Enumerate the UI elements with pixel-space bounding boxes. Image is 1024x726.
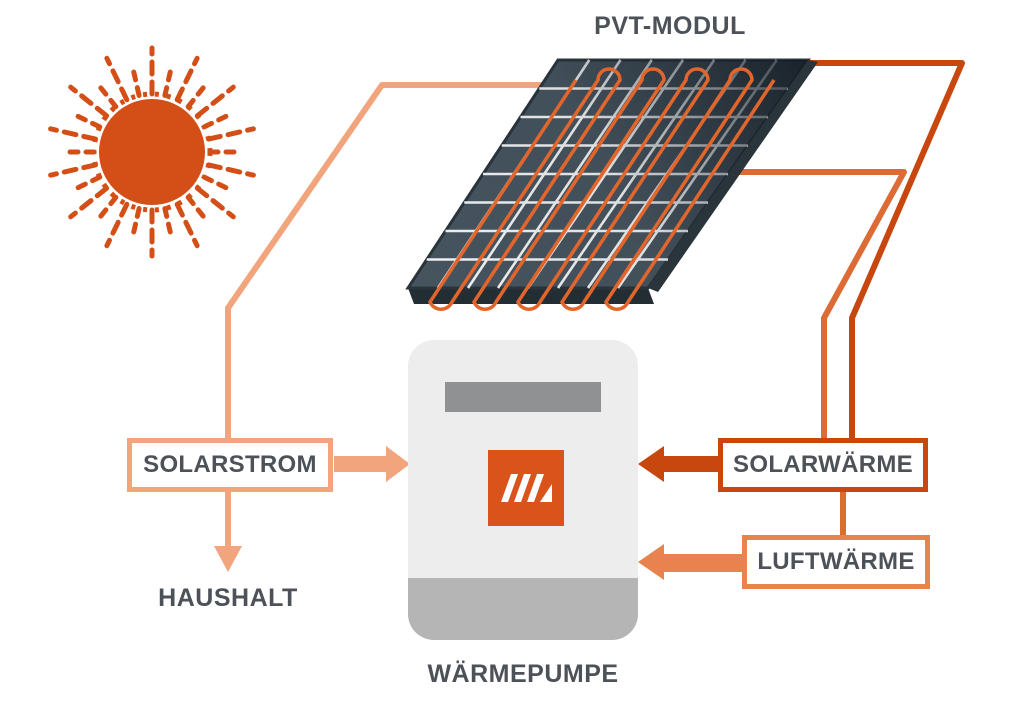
solarwaerme-label: SOLARWÄRME xyxy=(733,451,913,478)
heat-pump-base xyxy=(408,578,638,640)
panel-edge-bottom xyxy=(408,288,654,304)
heat-pump-vent xyxy=(445,382,601,412)
heat-pump-logo-icon xyxy=(488,450,564,526)
haushalt-label: HAUSHALT xyxy=(158,584,298,612)
solarstrom-box: SOLARSTROM xyxy=(127,438,333,492)
waermepumpe-label: WÄRMEPUMPE xyxy=(427,660,619,688)
heat-pump xyxy=(408,340,638,640)
luftwaerme-label: LUFTWÄRME xyxy=(757,548,915,575)
logo-stripes-icon xyxy=(501,474,552,502)
arrow-luftwaerme-to-pump xyxy=(638,544,742,580)
arrow-solarwaerme-to-pump xyxy=(638,446,718,482)
pvt-modul-title: PVT-MODUL xyxy=(594,12,746,40)
pvt-panel xyxy=(405,58,818,311)
solar-thermal-serpentine xyxy=(428,67,776,311)
electricity-line xyxy=(225,82,560,548)
solarwaerme-box: SOLARWÄRME xyxy=(718,438,928,492)
panel-shade-overlay xyxy=(408,60,808,288)
solar-heat-lines xyxy=(726,60,965,537)
solarstrom-label: SOLARSTROM xyxy=(143,451,317,478)
arrow-solarstrom-to-pump xyxy=(334,446,410,482)
sun-icon xyxy=(48,45,256,259)
panel-edge-right xyxy=(648,60,818,292)
luftwaerme-box: LUFTWÄRME xyxy=(742,535,930,589)
arrow-haushalt-down xyxy=(214,546,242,572)
